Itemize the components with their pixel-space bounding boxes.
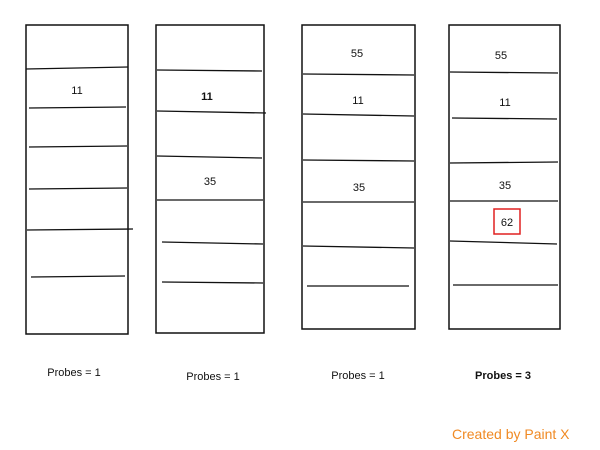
- probes-label-4: Probes = 3: [475, 370, 531, 382]
- hash-table-3: 55 11 35: [301, 24, 416, 330]
- cell-value: 55: [351, 48, 363, 60]
- cell-value: 11: [499, 97, 510, 109]
- highlighted-cell-value: 62: [501, 217, 513, 229]
- cell-value: 11: [71, 85, 82, 97]
- cell-value: 11: [201, 91, 213, 103]
- row-divider: [302, 159, 415, 162]
- table-border: [25, 24, 129, 335]
- cell-value: 35: [204, 176, 216, 188]
- table-border: [155, 24, 265, 334]
- table-border: [448, 24, 561, 330]
- row-divider: [161, 241, 264, 245]
- row-divider: [28, 145, 128, 148]
- table-border: [301, 24, 416, 330]
- row-divider: [156, 69, 263, 72]
- row-divider: [30, 275, 126, 278]
- cell-value: 35: [499, 180, 511, 192]
- probes-label-1: Probes = 1: [47, 367, 101, 379]
- row-divider: [302, 245, 415, 249]
- row-divider: [451, 117, 558, 120]
- hash-table-1: 11: [25, 24, 134, 335]
- row-divider: [449, 161, 559, 164]
- row-divider: [156, 155, 263, 159]
- row-divider: [449, 71, 559, 74]
- row-divider: [302, 113, 415, 117]
- cell-value: 55: [495, 50, 507, 62]
- row-divider: [26, 228, 134, 231]
- row-divider: [25, 66, 129, 70]
- watermark-text: Created by Paint X: [452, 426, 570, 442]
- cell-value: 35: [353, 182, 365, 194]
- row-divider: [161, 281, 264, 284]
- row-divider: [28, 106, 127, 109]
- hash-table-2: 11 35: [155, 24, 267, 334]
- hash-table-4: 55 11 35 62: [448, 24, 561, 330]
- row-divider: [449, 240, 558, 245]
- row-divider: [302, 73, 415, 76]
- highlight-box: [493, 208, 521, 235]
- row-divider: [28, 187, 128, 190]
- probes-label-3: Probes = 1: [331, 370, 385, 382]
- cell-value: 11: [352, 95, 363, 107]
- probes-label-2: Probes = 1: [186, 371, 240, 383]
- row-divider: [156, 110, 267, 114]
